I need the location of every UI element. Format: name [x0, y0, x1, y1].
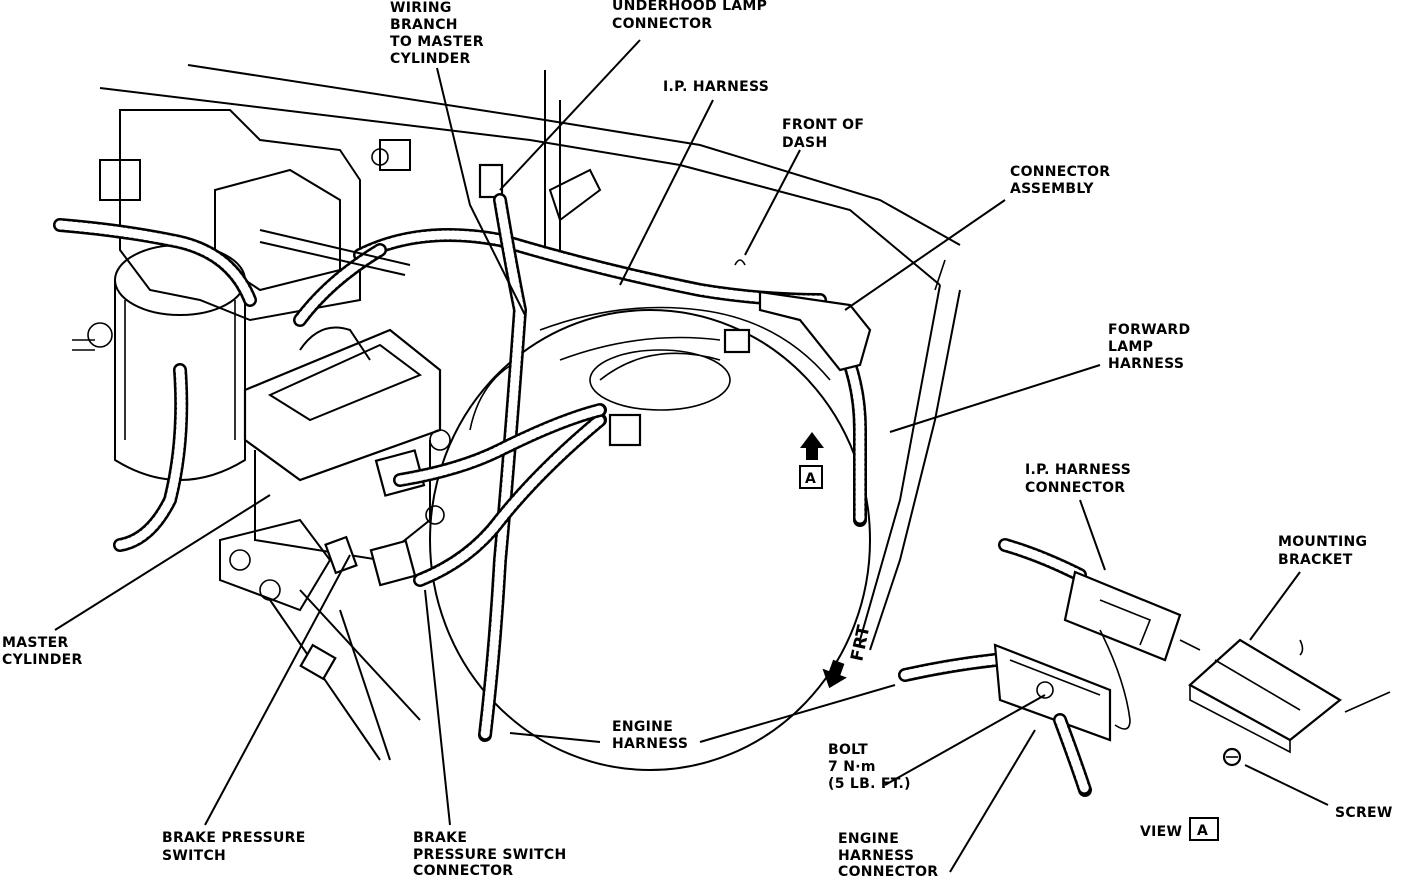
leader-lines	[54, 39, 1329, 873]
svg-text:CONNECTOR: CONNECTOR	[1025, 480, 1125, 496]
svg-text:7 N·m: 7 N·m	[828, 759, 876, 775]
svg-text:TO MASTER: TO MASTER	[390, 34, 484, 50]
label-engine-harness-connector: ENGINE HARNESS CONNECTOR	[838, 831, 938, 878]
engine-bay-artwork	[53, 64, 1391, 797]
label-master-cylinder: MASTER CYLINDER	[2, 635, 83, 668]
svg-text:CONNECTOR: CONNECTOR	[838, 864, 938, 878]
svg-text:WIRING: WIRING	[390, 0, 452, 16]
label-screw: SCREW	[1335, 805, 1393, 821]
view-a-box	[1189, 817, 1219, 841]
svg-text:A: A	[805, 471, 816, 487]
svg-text:BOLT: BOLT	[828, 742, 868, 758]
label-front-of-dash: FRONT OF DASH	[782, 117, 864, 151]
front-arrow-icon: FRT	[822, 623, 874, 689]
svg-text:MOUNTING: MOUNTING	[1278, 534, 1367, 550]
svg-text:FORWARD: FORWARD	[1108, 322, 1190, 338]
view-a-caption: VIEW A	[1140, 817, 1219, 841]
svg-text:SWITCH: SWITCH	[162, 848, 226, 864]
svg-text:PRESSURE SWITCH: PRESSURE SWITCH	[413, 847, 567, 863]
svg-text:ENGINE: ENGINE	[612, 719, 673, 735]
label-underhood-lamp-connector: UNDERHOOD LAMP CONNECTOR	[612, 0, 767, 32]
svg-text:BRACKET: BRACKET	[1278, 552, 1353, 568]
label-connector-assembly: CONNECTOR ASSEMBLY	[1010, 164, 1110, 197]
svg-text:ENGINE: ENGINE	[838, 831, 899, 847]
svg-text:HARNESS: HARNESS	[612, 736, 688, 752]
svg-text:BRAKE: BRAKE	[413, 830, 467, 846]
label-bolt: BOLT 7 N·m (5 LB. FT.)	[828, 742, 911, 792]
label-forward-lamp-harness: FORWARD LAMP HARNESS	[1108, 322, 1190, 372]
svg-text:FRT: FRT	[847, 623, 874, 663]
svg-text:DASH: DASH	[782, 135, 827, 151]
svg-text:I.P. HARNESS: I.P. HARNESS	[663, 79, 769, 95]
svg-text:BRANCH: BRANCH	[390, 17, 458, 33]
view-arrow-icon: A	[799, 432, 824, 489]
svg-text:HARNESS: HARNESS	[1108, 356, 1184, 372]
svg-text:CONNECTOR: CONNECTOR	[413, 863, 513, 878]
svg-text:CYLINDER: CYLINDER	[390, 51, 471, 67]
svg-text:ASSEMBLY: ASSEMBLY	[1010, 181, 1094, 197]
label-engine-harness: ENGINE HARNESS	[612, 719, 688, 752]
svg-text:(5 LB. FT.): (5 LB. FT.)	[828, 776, 911, 792]
svg-text:CYLINDER: CYLINDER	[2, 652, 83, 668]
svg-text:FRONT OF: FRONT OF	[782, 117, 864, 133]
label-mounting-bracket: MOUNTING BRACKET	[1278, 534, 1367, 568]
svg-text:VIEW: VIEW	[1140, 824, 1182, 840]
svg-text:HARNESS: HARNESS	[838, 848, 914, 864]
svg-text:I.P. HARNESS: I.P. HARNESS	[1025, 462, 1131, 478]
svg-text:MASTER: MASTER	[2, 635, 69, 651]
svg-text:UNDERHOOD LAMP: UNDERHOOD LAMP	[612, 0, 767, 14]
label-ip-harness-connector: I.P. HARNESS CONNECTOR	[1025, 462, 1131, 496]
svg-text:CONNECTOR: CONNECTOR	[612, 16, 712, 32]
svg-text:SCREW: SCREW	[1335, 805, 1393, 821]
svg-text:BRAKE PRESSURE: BRAKE PRESSURE	[162, 830, 306, 846]
label-brake-pressure-switch: BRAKE PRESSURE SWITCH	[162, 830, 306, 864]
svg-text:A: A	[1197, 823, 1208, 839]
svg-text:CONNECTOR: CONNECTOR	[1010, 164, 1110, 180]
label-wiring-branch: WIRING BRANCH TO MASTER CYLINDER	[390, 0, 484, 67]
label-ip-harness: I.P. HARNESS	[663, 79, 769, 95]
label-brake-pressure-switch-connector: BRAKE PRESSURE SWITCH CONNECTOR	[413, 830, 567, 878]
svg-text:LAMP: LAMP	[1108, 339, 1153, 355]
